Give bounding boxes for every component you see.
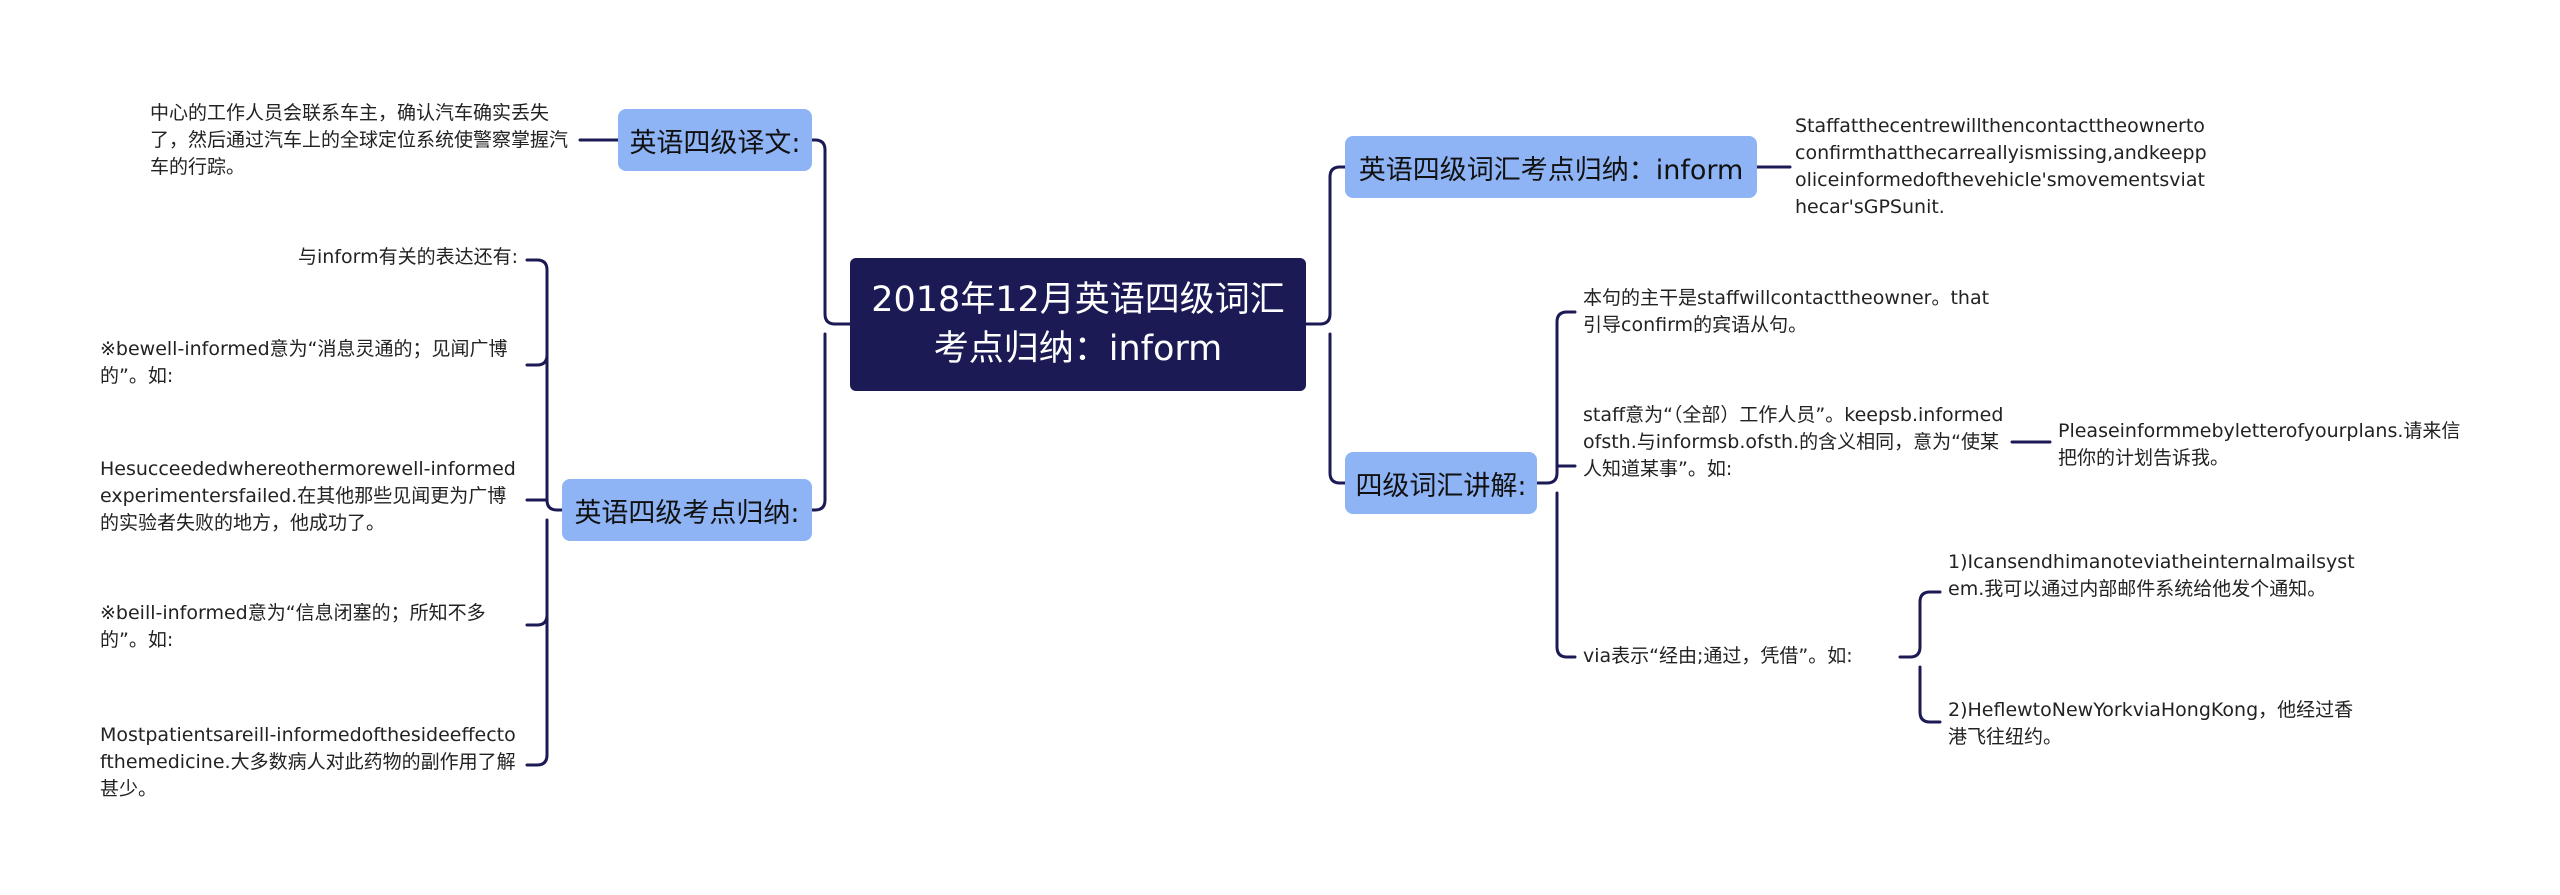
edge-root-right [1304, 165, 1347, 485]
explain-subject: 本句的主干是staffwillcontacttheowner。that引导con… [1583, 287, 1990, 336]
points-item-ill-informed-example: Mostpatientsareill-informedofthesideeffe… [100, 724, 516, 800]
points-item-well-informed: ※bewell-informed意为“消息灵通的；见闻广博的”。如: [100, 338, 508, 387]
translation-text: 中心的工作人员会联系车主，确认汽车确实丢失了，然后通过汽车上的全球定位系统使警察… [150, 102, 569, 178]
explain-staff: staff意为“（全部）工作人员”。keepsb.informedofsth.与… [1583, 404, 2004, 480]
edge-via-bracket [1898, 590, 1942, 724]
vocab-text: Staffatthecentrewillthencontacttheownert… [1795, 115, 2207, 218]
root-topic[interactable]: 2018年12月英语四级词汇考点归纳：inform [850, 258, 1306, 391]
edge-points-bracket [525, 258, 564, 767]
edge-root-left [810, 138, 852, 512]
explain-via: via表示“经由;通过，凭借”。如: [1583, 645, 1853, 667]
explain-staff-example: Pleaseinformmebyletterofyourplans.请来信把你的… [2058, 420, 2461, 469]
branch-points[interactable]: 英语四级考点归纳: [562, 479, 812, 541]
branch-vocab[interactable]: 英语四级词汇考点归纳：inform [1345, 136, 1757, 198]
points-item-ill-informed: ※beill-informed意为“信息闭塞的；所知不多的”。如: [100, 602, 486, 651]
edge-explain-bracket [1535, 310, 1577, 659]
via-example-1: 1)Icansendhimanoteviatheinternalmailsyst… [1948, 551, 2355, 600]
via-example-2: 2)HeflewtoNewYorkviaHongKong，他经过香港飞往纽约。 [1948, 699, 2354, 748]
points-item-well-informed-example: Hesucceededwhereothermorewell-informedex… [100, 458, 516, 534]
points-item-intro: 与inform有关的表达还有: [297, 246, 518, 268]
branch-explain[interactable]: 四级词汇讲解: [1345, 452, 1537, 514]
branch-translation[interactable]: 英语四级译文: [618, 109, 812, 171]
